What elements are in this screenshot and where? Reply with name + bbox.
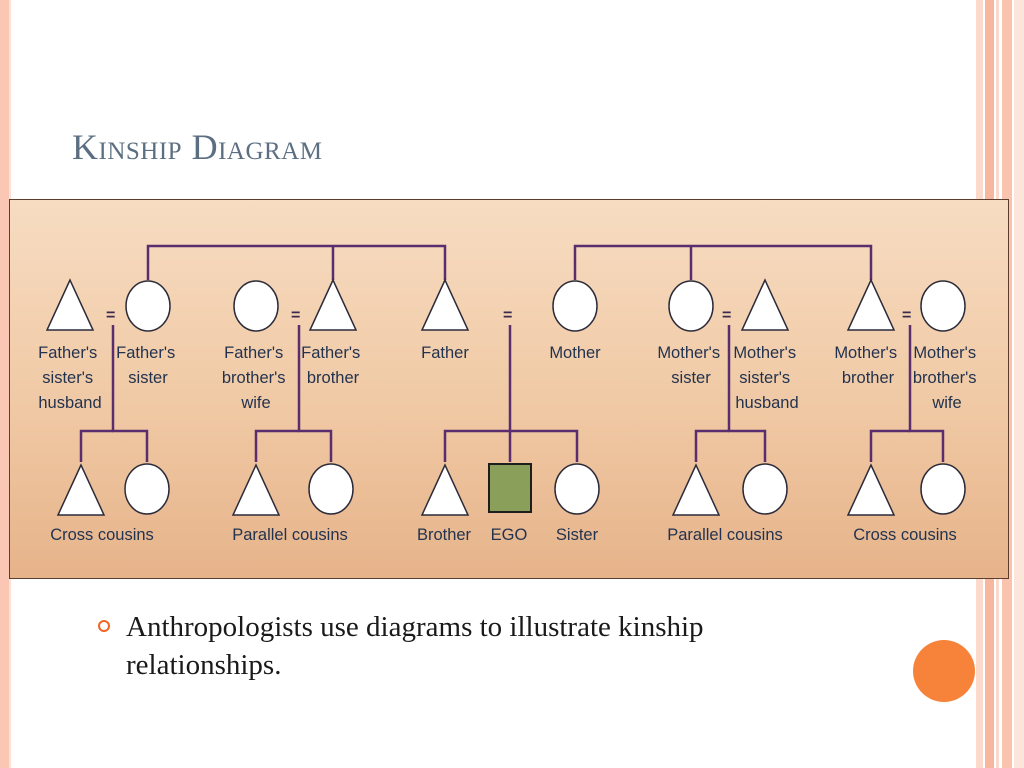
label-mothers-sister: Mother's sister (657, 344, 724, 387)
female-circle-icon (125, 280, 171, 332)
label-brother: Brother (417, 526, 472, 544)
marriage-symbol: = (106, 307, 115, 324)
label-sister: Sister (556, 526, 599, 544)
female-circle-icon (742, 463, 788, 515)
marriage-symbol: = (291, 307, 300, 324)
slide-title: Kinship Diagram (72, 127, 323, 167)
male-triangle-icon (740, 278, 790, 331)
female-circle-icon (552, 280, 598, 332)
marriage-symbol: = (902, 307, 911, 324)
female-circle-icon (920, 280, 966, 332)
label-mothers-brother: Mother's brother (834, 344, 901, 387)
female-circle-icon (124, 463, 170, 515)
label-parallel-cousins-left: Parallel cousins (232, 526, 348, 544)
decorative-orange-circle (913, 640, 975, 702)
bullet-circle-icon (98, 620, 110, 632)
kinship-diagram: = = = = = (9, 199, 1009, 579)
marriage-symbol: = (503, 307, 512, 324)
label-fathers-brother: Father's brother (301, 344, 365, 387)
female-circle-icon (920, 463, 966, 515)
male-triangle-icon (45, 278, 95, 331)
male-triangle-icon (420, 278, 470, 331)
female-circle-icon (554, 463, 600, 515)
label-fathers-sisters-husband: Father's sister's husband (38, 344, 102, 412)
label-ego: EGO (491, 526, 528, 544)
female-circle-icon (668, 280, 714, 332)
marriage-symbol: = (722, 307, 731, 324)
male-triangle-icon (420, 463, 470, 516)
label-mothers-brothers-wife: Mother's brother's wife (913, 344, 981, 412)
male-triangle-icon (671, 463, 721, 516)
connector-lines (79, 244, 945, 462)
bullet-text: Anthropologists use diagrams to illustra… (126, 611, 704, 681)
female-circle-icon (233, 280, 279, 332)
male-triangle-icon (846, 463, 896, 516)
ego-square-icon (488, 463, 532, 513)
male-triangle-icon (308, 278, 358, 331)
label-mother: Mother (549, 344, 601, 362)
male-triangle-icon (56, 463, 106, 516)
bullet-list: Anthropologists use diagrams to illustra… (98, 608, 718, 684)
left-decor-stripe (0, 0, 9, 768)
male-triangle-icon (231, 463, 281, 516)
label-father: Father (421, 344, 469, 362)
label-mothers-sisters-husband: Mother's sister's husband (733, 344, 800, 412)
label-parallel-cousins-right: Parallel cousins (667, 526, 783, 544)
male-triangle-icon (846, 278, 896, 331)
label-fathers-brothers-wife: Father's brother's wife (222, 344, 290, 412)
label-cross-cousins-right: Cross cousins (853, 526, 957, 544)
female-circle-icon (308, 463, 354, 515)
label-cross-cousins-left: Cross cousins (50, 526, 154, 544)
label-fathers-sister: Father's sister (116, 344, 180, 387)
